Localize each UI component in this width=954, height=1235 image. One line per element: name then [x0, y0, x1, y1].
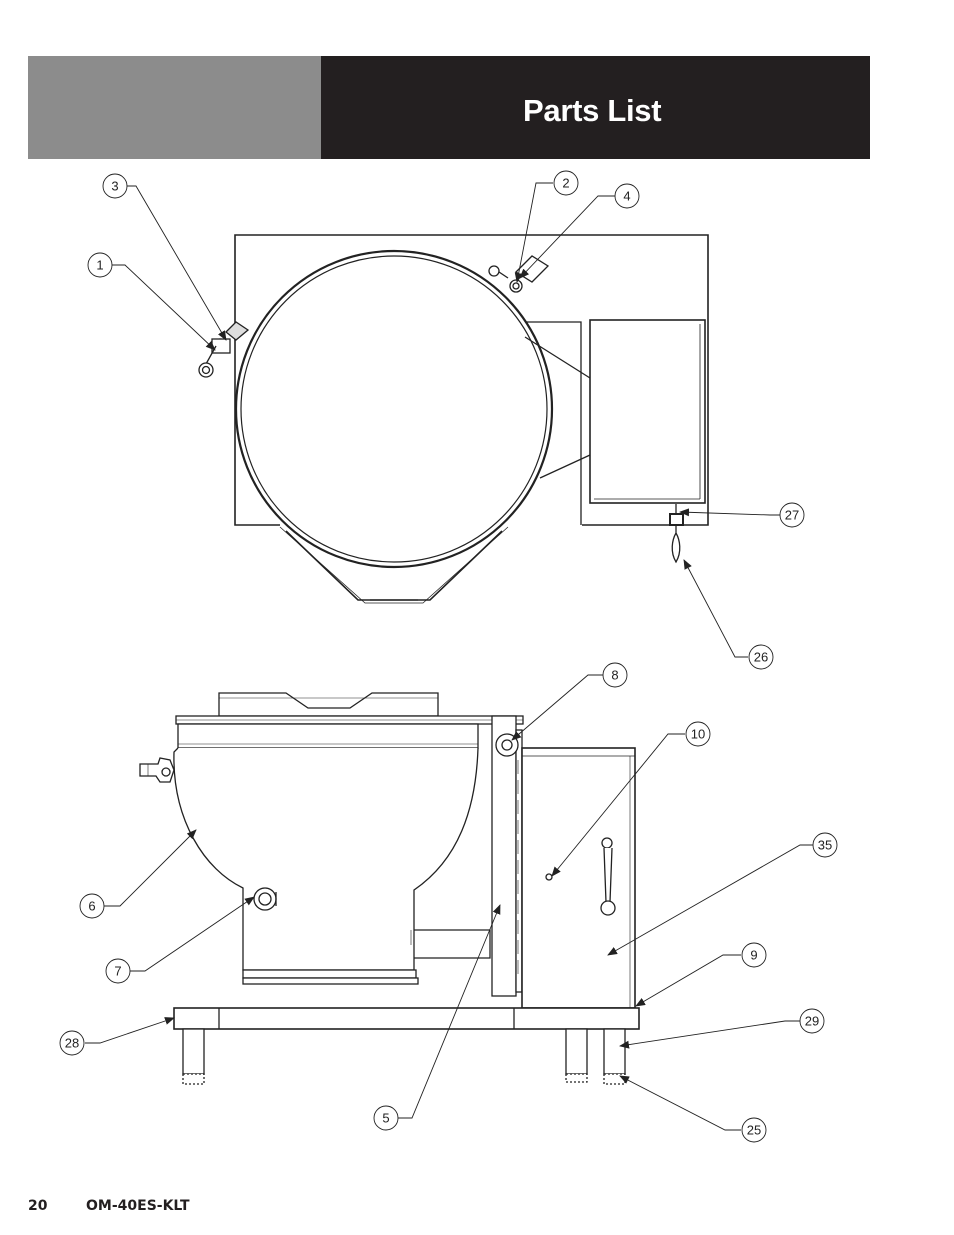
callout-label-29: 29	[805, 1014, 819, 1029]
side-view	[139, 692, 640, 1085]
callout-bubble-4: 4	[614, 183, 640, 209]
top-view	[198, 234, 709, 604]
callout-label-6: 6	[88, 899, 95, 914]
page-number: 20	[28, 1198, 48, 1214]
callout-bubble-27: 27	[779, 502, 805, 528]
callout-bubble-26: 26	[748, 644, 774, 670]
callout-bubble-10: 10	[685, 721, 711, 747]
callout-label-1: 1	[96, 258, 103, 273]
header-dark-band	[321, 56, 870, 159]
callout-bubble-29: 29	[799, 1008, 825, 1034]
callout-label-9: 9	[750, 948, 757, 963]
callout-label-5: 5	[382, 1111, 389, 1126]
callout-bubble-1: 1	[87, 252, 113, 278]
callout-bubble-28: 28	[59, 1030, 85, 1056]
callout-bubble-7: 7	[105, 958, 131, 984]
document-code: OM-40ES-KLT	[86, 1198, 190, 1214]
callout-bubble-5: 5	[373, 1105, 399, 1131]
header-gray-band	[28, 56, 321, 159]
callout-label-26: 26	[754, 650, 768, 665]
callout-label-8: 8	[611, 668, 618, 683]
callout-label-27: 27	[785, 508, 799, 523]
callout-label-10: 10	[691, 727, 705, 742]
callout-label-7: 7	[114, 964, 121, 979]
callout-bubble-6: 6	[79, 893, 105, 919]
callout-label-4: 4	[623, 189, 630, 204]
callout-bubble-2: 2	[553, 170, 579, 196]
callout-bubble-9: 9	[741, 942, 767, 968]
callout-bubble-3: 3	[102, 173, 128, 199]
callout-bubble-25: 25	[741, 1117, 767, 1143]
callout-label-28: 28	[65, 1036, 79, 1051]
callout-label-25: 25	[747, 1123, 761, 1138]
callout-label-35: 35	[818, 838, 832, 853]
callout-label-3: 3	[111, 179, 118, 194]
callout-leaders	[85, 182, 813, 1131]
callout-bubble-8: 8	[602, 662, 628, 688]
callout-bubble-35: 35	[812, 832, 838, 858]
callout-label-2: 2	[562, 176, 569, 191]
page-title: Parts List	[523, 93, 662, 128]
